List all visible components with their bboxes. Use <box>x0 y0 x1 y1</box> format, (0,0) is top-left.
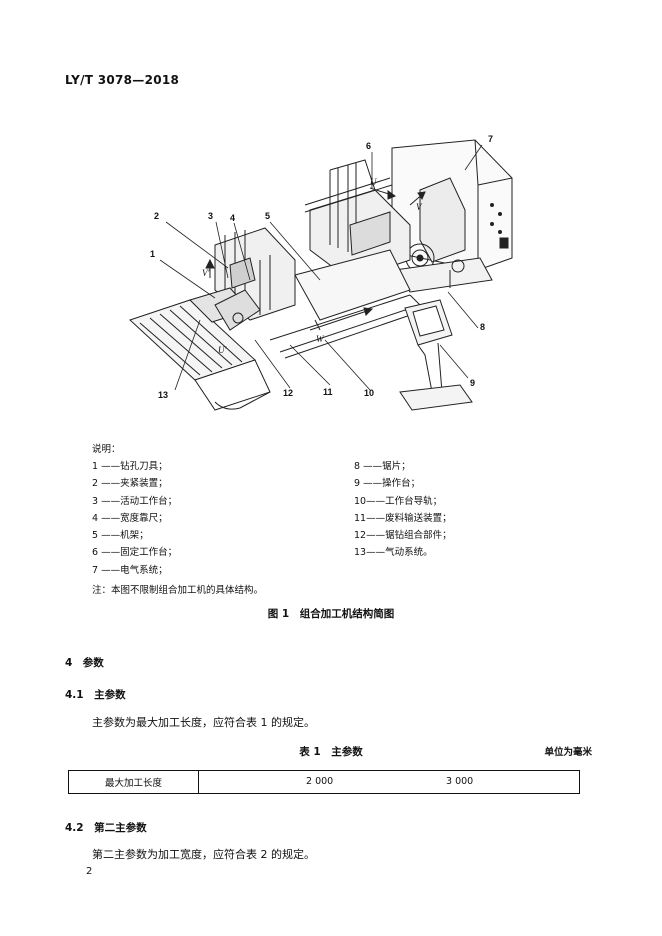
motion-label-w: W <box>316 334 325 344</box>
figure-note: 注：本图不限制组合加工机的具体结构。 <box>92 585 264 596</box>
legend-item: 5 ——机架； <box>92 530 149 542</box>
section-4-heading: 4 参数 <box>65 657 104 669</box>
callout-2: 2 <box>154 211 159 221</box>
motion-label-v: V <box>416 202 423 212</box>
callout-3: 3 <box>208 211 213 221</box>
table-1-unit: 单位为毫米 <box>544 747 592 758</box>
figure-caption: 图 1 组合加工机结构简图 <box>267 608 395 620</box>
motion-label-u-prime: U' <box>218 345 227 355</box>
section-4-2-heading: 4.2 第二主参数 <box>65 822 147 834</box>
infeed-conveyor <box>129 287 271 411</box>
page-number: 2 <box>86 866 93 877</box>
legend-item: 4 ——宽度靠尺； <box>92 512 168 524</box>
main-parameter-table: 最大加工长度 2 000 3 000 <box>68 770 580 794</box>
legend-item: 3 ——活动工作台； <box>92 495 178 507</box>
callout-1: 1 <box>150 249 155 259</box>
legend-item: 7 ——电气系统； <box>92 564 168 576</box>
motion-label-v-prime: V' <box>202 268 210 278</box>
legend-item: 11——废料输送装置； <box>354 512 452 524</box>
motion-letters: U V V' U' W <box>202 177 423 355</box>
callout-numbers: 1 2 3 4 5 6 7 8 9 10 11 12 13 <box>150 134 493 400</box>
table-value-3000: 3 000 <box>446 776 474 787</box>
callout-6: 6 <box>366 141 371 151</box>
callout-11: 11 <box>323 387 333 397</box>
table-row: 最大加工长度 2 000 3 000 <box>68 770 580 794</box>
callout-4: 4 <box>230 213 235 223</box>
callout-8: 8 <box>480 322 485 332</box>
legend-item: 13——气动系统。 <box>354 547 433 559</box>
callout-9: 9 <box>470 378 475 388</box>
callout-13: 13 <box>158 390 168 400</box>
section-4-1-text: 主参数为最大加工长度，应符合表 1 的规定。 <box>92 716 315 729</box>
motion-arrows <box>205 187 426 331</box>
table-value-2000: 2 000 <box>306 776 334 787</box>
legend-item: 12——锯钻组合部件； <box>354 530 452 542</box>
legend-item: 8 ——锯片； <box>354 461 411 472</box>
legend-item: 2 ——夹紧装置； <box>92 478 168 490</box>
machine-structure-figure: 1 2 3 4 5 6 7 8 9 10 11 12 13 U V V' U' … <box>120 130 540 415</box>
table-values-cell: 2 000 3 000 <box>198 770 580 794</box>
standard-code: LY/T 3078—2018 <box>65 73 180 87</box>
callout-12: 12 <box>283 388 293 398</box>
callout-10: 10 <box>364 388 374 398</box>
callout-7: 7 <box>488 134 493 144</box>
machine-frame <box>269 249 426 359</box>
machine-drawing: 1 2 3 4 5 6 7 8 9 10 11 12 13 U V V' U' … <box>129 134 513 411</box>
callout-leader-lines <box>159 144 483 391</box>
table-row-header: 最大加工长度 <box>68 770 199 794</box>
motion-label-u: U <box>370 177 377 187</box>
section-4-1-heading: 4.1 主参数 <box>65 689 126 701</box>
section-4-2-text: 第二主参数为加工宽度，应符合表 2 的规定。 <box>92 848 315 861</box>
operating-console <box>399 299 473 411</box>
legend-left-column: 1 ——钻孔刀具； 2 ——夹紧装置； 3 ——活动工作台； 4 ——宽度靠尺；… <box>92 458 177 579</box>
callout-5: 5 <box>265 211 270 221</box>
legend-item: 6 ——固定工作台； <box>92 547 178 559</box>
legend-item: 1 ——钻孔刀具； <box>92 461 168 472</box>
legend-item: 9 ——操作台； <box>354 478 421 490</box>
legend-item: 10——工作台导轨； <box>354 495 443 507</box>
legend-right-column: 8 ——锯片； 9 ——操作台； 10——工作台导轨； 11——废料输送装置； … <box>354 458 452 562</box>
table-1-caption: 表 1 主参数 <box>299 746 363 758</box>
legend-title: 说明： <box>92 444 121 455</box>
